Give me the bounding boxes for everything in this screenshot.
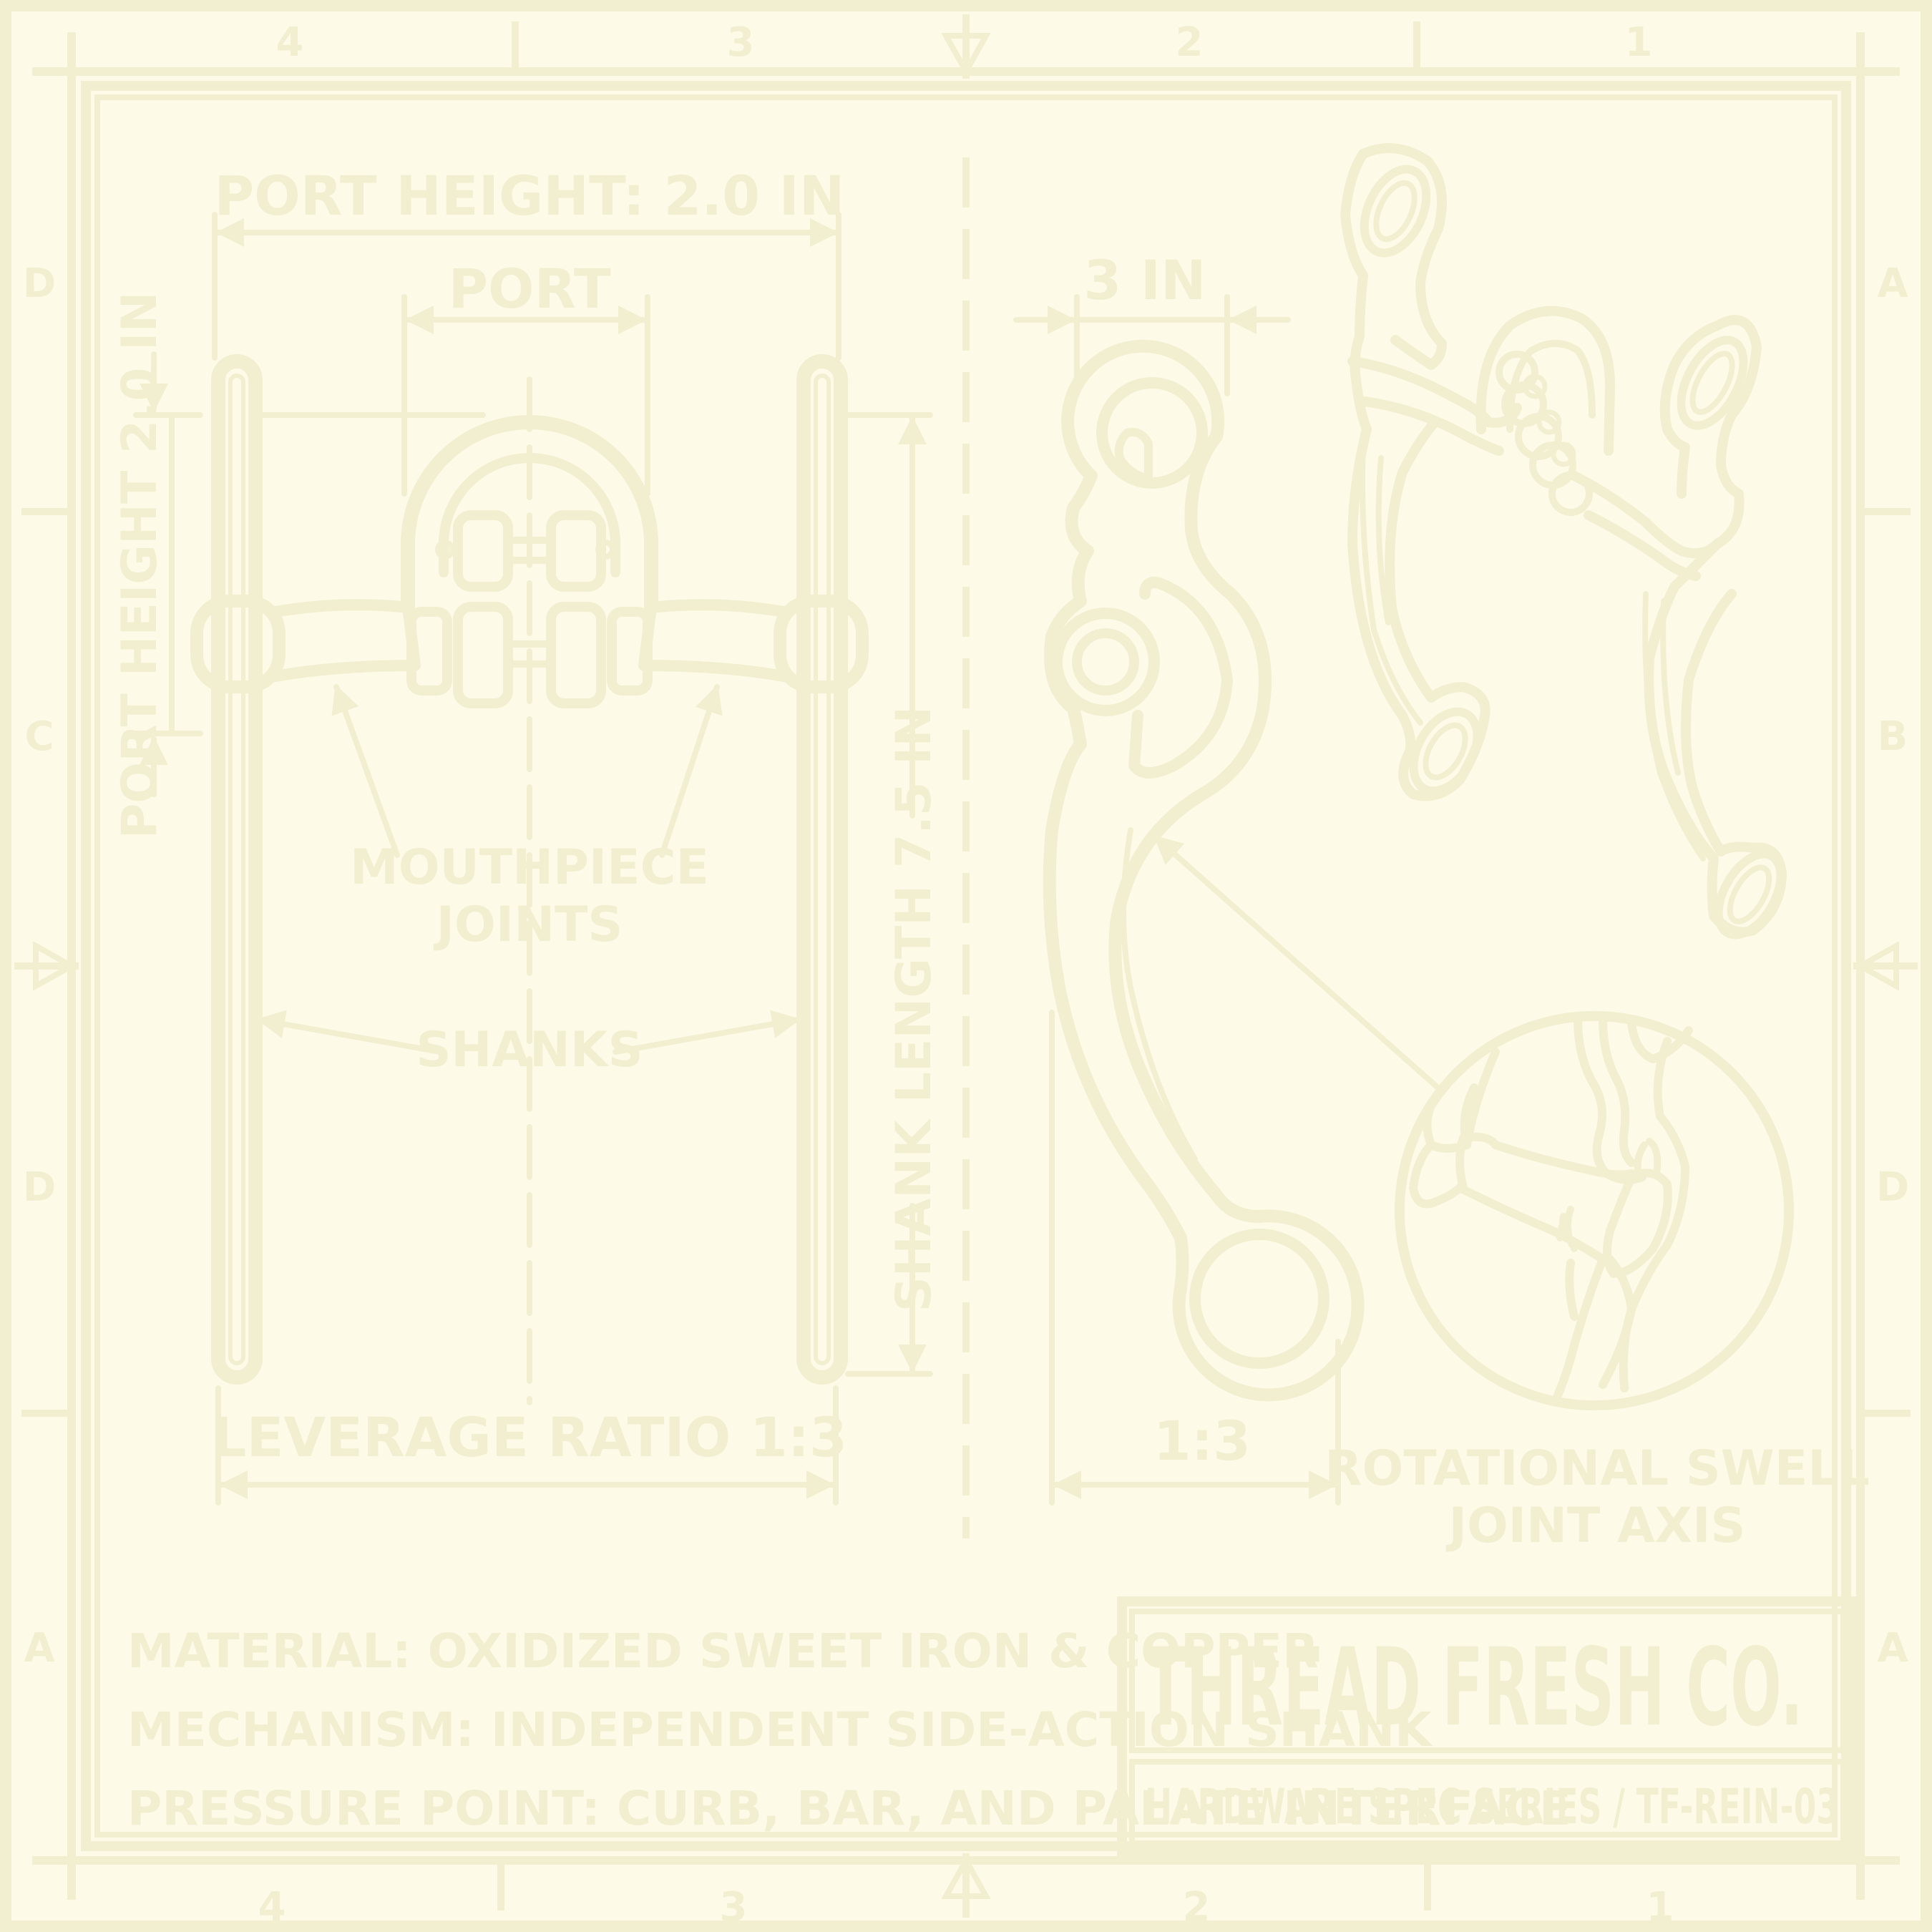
mouthpiece bbox=[270, 415, 789, 708]
row-label: A bbox=[1877, 1625, 1908, 1672]
grid-labels: 4 3 2 1 4 3 2 1 D C D A A B D A bbox=[23, 19, 1909, 1931]
column-label: 2 bbox=[1176, 19, 1204, 66]
front-view-labels: PORT HEIGHT: 2.0 IN PORT PORT HEIGHT 2.0… bbox=[112, 164, 942, 1469]
port-label: PORT bbox=[448, 257, 610, 321]
row-label: C bbox=[24, 713, 54, 760]
right-shank bbox=[774, 354, 869, 1385]
port-height-top-label: PORT HEIGHT: 2.0 IN bbox=[214, 164, 844, 228]
row-label: A bbox=[24, 1625, 55, 1672]
column-label: 1 bbox=[1646, 1884, 1674, 1931]
column-label: 1 bbox=[1625, 19, 1653, 66]
shank-length-label: SHANK LENGTH 7.5 IN bbox=[886, 706, 942, 1312]
mouthpiece-joints-label-line2: JOINTS bbox=[434, 897, 623, 953]
mouthpiece-joints-label-line1: MOUTHPIECE bbox=[350, 839, 709, 896]
joint-detail-circle bbox=[1395, 1011, 1794, 1410]
perspective-view bbox=[1340, 143, 1787, 940]
port-height-side-label: PORT HEIGHT 2.0 IN bbox=[112, 292, 168, 839]
row-label: D bbox=[23, 1164, 56, 1211]
column-label: 4 bbox=[276, 19, 304, 66]
side-view-labels: 3 IN 1:3 ROTATIONAL SWELL JOINT AXIS bbox=[1083, 248, 1869, 1554]
side-shank-outline bbox=[1043, 339, 1365, 1402]
row-label: D bbox=[1876, 1164, 1909, 1211]
front-view bbox=[133, 212, 933, 1506]
shanks-label: SHANKS bbox=[416, 1022, 643, 1078]
left-shank bbox=[190, 354, 286, 1385]
side-view bbox=[1013, 294, 1445, 1506]
brand-name: THREAD FRESH CO. bbox=[1145, 1626, 1803, 1750]
rotational-label-line2: JOINT AXIS bbox=[1446, 1498, 1746, 1554]
leverage-ratio-label: LEVERAGE RATIO 1:3 bbox=[212, 1405, 847, 1469]
row-label: A bbox=[1877, 260, 1908, 307]
ratio-label: 1:3 bbox=[1153, 1409, 1251, 1473]
column-label: 3 bbox=[720, 1884, 748, 1931]
column-label: 3 bbox=[727, 19, 755, 66]
rotational-label-line1: ROTATIONAL SWELL bbox=[1324, 1440, 1870, 1497]
width-dimension-label: 3 IN bbox=[1083, 248, 1206, 312]
centering-marks bbox=[33, 33, 1899, 1899]
row-label: B bbox=[1878, 713, 1908, 760]
series-id: HARDWARE SPEC SERIES / TF-REIN-03 bbox=[1145, 1779, 1839, 1835]
column-label: 2 bbox=[1183, 1884, 1211, 1931]
pressure-point-note: PRESSURE POINT: CURB, BAR, AND PALATE IN… bbox=[127, 1781, 1571, 1836]
row-label: D bbox=[23, 260, 56, 307]
title-block: THREAD FRESH CO. HARDWARE SPEC SERIES / … bbox=[1117, 1596, 1858, 1858]
column-label: 4 bbox=[258, 1884, 286, 1931]
material-note: MATERIAL: OXIDIZED SWEET IRON & COPPER bbox=[127, 1624, 1319, 1679]
